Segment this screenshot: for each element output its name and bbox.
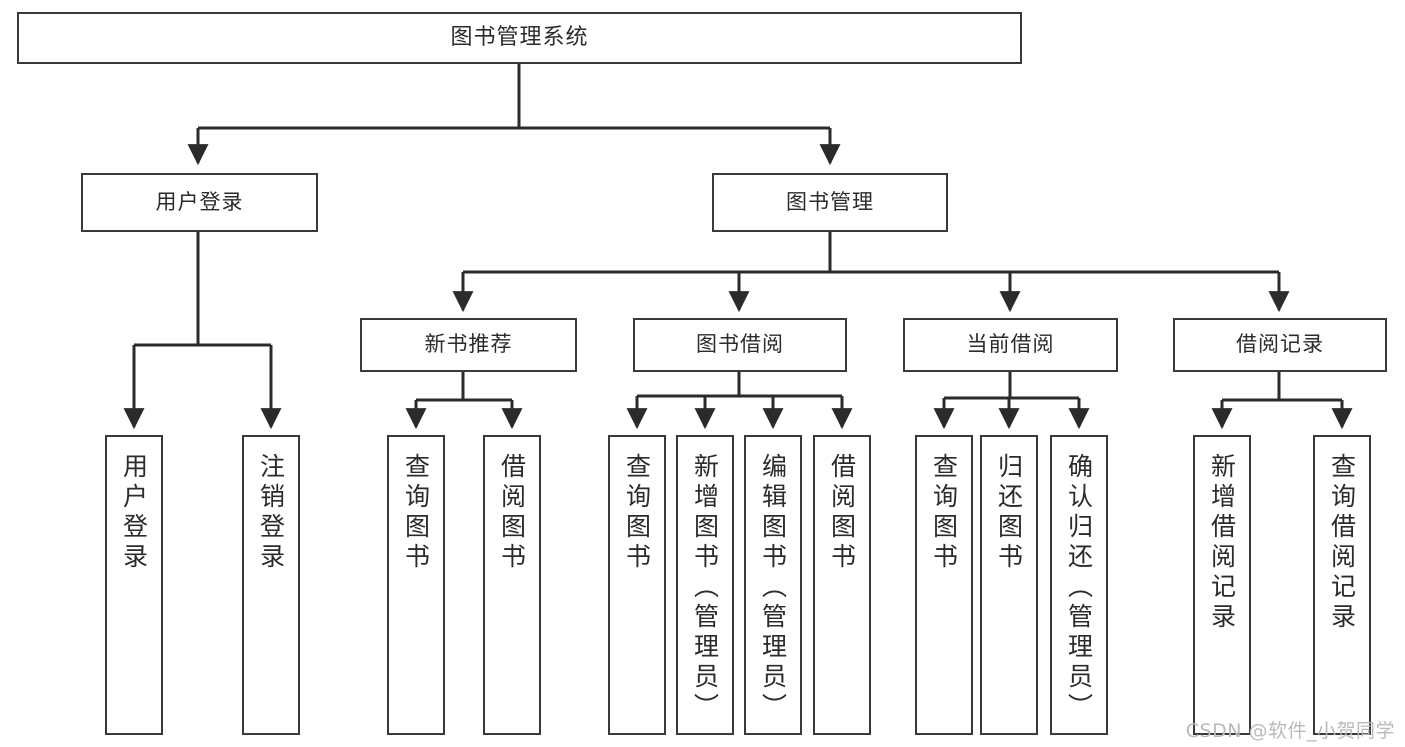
csdn-watermark: CSDN @软件_小贺同学: [1185, 720, 1395, 742]
leaf-book-borrow-add-admin[interactable]: 新增图书（管理员）: [676, 435, 734, 735]
node-current-borrow[interactable]: 当前借阅: [903, 318, 1118, 372]
leaf-user-login-logout[interactable]: 注销登录: [242, 435, 300, 735]
node-label: 查询图书: [622, 453, 652, 573]
node-label: 新增借阅记录: [1207, 453, 1237, 633]
leaf-borrow-record-query[interactable]: 查询借阅记录: [1313, 435, 1371, 735]
node-label: 借阅记录: [1236, 332, 1324, 357]
node-borrow-record[interactable]: 借阅记录: [1173, 318, 1387, 372]
node-label: 图书借阅: [696, 332, 784, 357]
node-label: 新增图书（管理员）: [690, 453, 720, 723]
node-label: 借阅图书: [827, 453, 857, 573]
leaf-new-book-borrow[interactable]: 借阅图书: [483, 435, 541, 735]
node-label: 查询图书: [401, 453, 431, 573]
leaf-current-borrow-return[interactable]: 归还图书: [980, 435, 1038, 735]
leaf-book-borrow-query[interactable]: 查询图书: [608, 435, 666, 735]
leaf-book-borrow-edit-admin[interactable]: 编辑图书（管理员）: [744, 435, 802, 735]
node-book-management[interactable]: 图书管理: [712, 173, 948, 232]
leaf-current-borrow-confirm-return-admin[interactable]: 确认归还（管理员）: [1050, 435, 1108, 735]
node-label: 编辑图书（管理员）: [758, 453, 788, 723]
leaf-new-book-query[interactable]: 查询图书: [387, 435, 445, 735]
node-label: 用户登录: [155, 189, 244, 214]
leaf-book-borrow-borrow[interactable]: 借阅图书: [813, 435, 871, 735]
node-book-borrow[interactable]: 图书借阅: [633, 318, 847, 372]
node-label: 用户登录: [119, 453, 149, 573]
node-label: 新书推荐: [424, 332, 513, 357]
leaf-user-login-login[interactable]: 用户登录: [105, 435, 163, 735]
node-label: 图书管理系统: [450, 24, 589, 50]
node-label: 图书管理: [786, 189, 874, 214]
node-label: 查询借阅记录: [1327, 453, 1357, 633]
node-user-login[interactable]: 用户登录: [81, 173, 318, 232]
leaf-borrow-record-add[interactable]: 新增借阅记录: [1193, 435, 1251, 735]
leaf-current-borrow-query[interactable]: 查询图书: [915, 435, 973, 735]
node-label: 借阅图书: [497, 453, 527, 573]
node-label: 当前借阅: [966, 332, 1055, 357]
node-label: 确认归还（管理员）: [1064, 453, 1094, 723]
node-new-book-recommend[interactable]: 新书推荐: [360, 318, 577, 372]
node-label: 查询图书: [929, 453, 959, 573]
node-label: 归还图书: [994, 453, 1024, 573]
node-root-book-management-system[interactable]: 图书管理系统: [17, 12, 1022, 64]
node-label: 注销登录: [256, 453, 286, 573]
